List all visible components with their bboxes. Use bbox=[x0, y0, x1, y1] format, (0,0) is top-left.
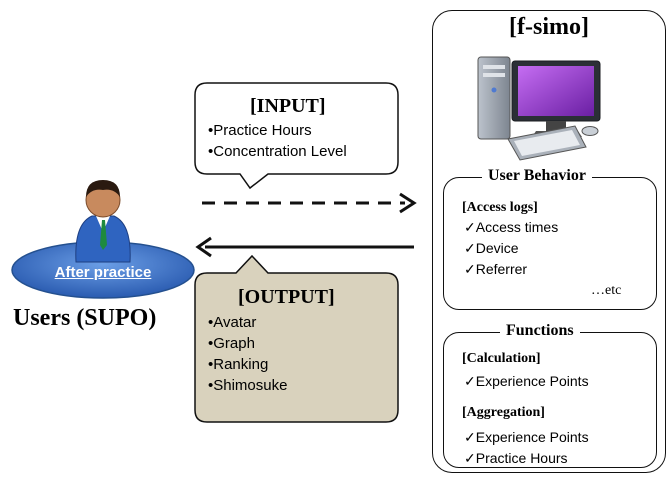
users-label: Users (SUPO) bbox=[13, 305, 157, 331]
output-arrow bbox=[195, 236, 414, 258]
input-title: [INPUT] bbox=[250, 95, 326, 117]
behavior-etc: …etc bbox=[591, 283, 622, 298]
aggregation-item-experience-points: ✓Experience Points bbox=[464, 429, 589, 445]
input-item-concentration-level: •Concentration Level bbox=[208, 143, 347, 160]
output-item-ranking: •Ranking bbox=[208, 356, 269, 373]
user-icon bbox=[75, 180, 131, 263]
behavior-item-device: ✓Device bbox=[464, 240, 519, 256]
access-logs-heading: [Access logs] bbox=[462, 200, 538, 215]
input-arrow bbox=[202, 192, 417, 214]
output-callout bbox=[194, 254, 399, 423]
output-item-shimosuke: •Shimosuke bbox=[208, 377, 288, 394]
calculation-heading: [Calculation] bbox=[462, 351, 541, 366]
behavior-item-referrer: ✓Referrer bbox=[464, 261, 528, 277]
output-item-graph: •Graph bbox=[208, 335, 255, 352]
aggregation-item-practice-hours: ✓Practice Hours bbox=[464, 450, 568, 466]
calculation-item-experience-points: ✓Experience Points bbox=[464, 373, 589, 389]
input-item-practice-hours: •Practice Hours bbox=[208, 122, 312, 139]
functions-box bbox=[443, 332, 657, 468]
functions-title: Functions bbox=[500, 322, 580, 340]
input-callout-text: [INPUT] •Practice Hours •Concentration L… bbox=[208, 95, 347, 160]
server-panel bbox=[432, 10, 666, 473]
behavior-item-access-times: ✓Access times bbox=[464, 219, 559, 235]
aggregation-heading: [Aggregation] bbox=[462, 405, 545, 420]
user-behavior-title: User Behavior bbox=[482, 167, 592, 185]
output-item-avatar: •Avatar bbox=[208, 314, 257, 331]
input-callout bbox=[194, 82, 399, 190]
output-callout-text: [OUTPUT] •Avatar •Graph •Ranking •Shimos… bbox=[208, 286, 335, 394]
server-title: [f-simo] bbox=[509, 14, 589, 40]
output-title: [OUTPUT] bbox=[238, 286, 335, 308]
computer-icon bbox=[477, 56, 601, 161]
after-practice-label: After practice bbox=[54, 264, 152, 281]
